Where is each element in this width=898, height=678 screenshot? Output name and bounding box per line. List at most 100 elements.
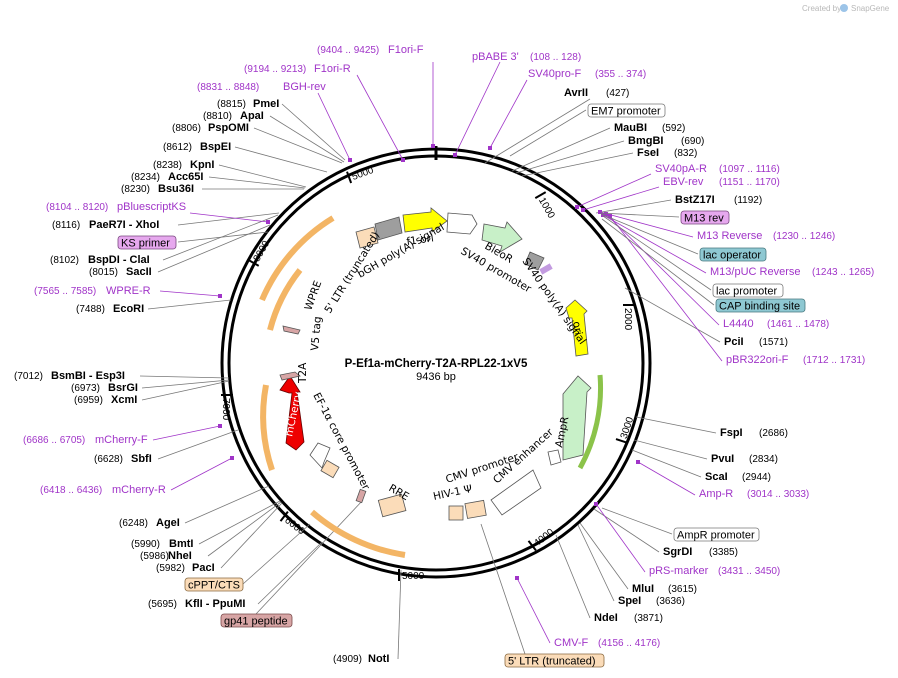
- feature-box[interactable]: lac operator: [699, 247, 767, 262]
- enzyme-name[interactable]: Acc65I: [168, 171, 203, 183]
- ltr-arc-feature[interactable]: [259, 215, 335, 302]
- cppt-arc-feature[interactable]: [310, 509, 406, 558]
- enzyme-name[interactable]: AgeI: [156, 517, 180, 529]
- sv40-polya-feature[interactable]: [524, 251, 545, 271]
- enzyme-name[interactable]: AvrII: [564, 87, 588, 99]
- wpre-arc-feature[interactable]: [267, 268, 303, 331]
- primer-name[interactable]: pRS-marker: [649, 565, 709, 577]
- feature-box[interactable]: CAP binding site: [715, 298, 806, 313]
- enzyme-position: (2944): [742, 472, 771, 483]
- enzyme-name[interactable]: NheI: [168, 550, 192, 562]
- enzyme-name[interactable]: PmeI: [253, 98, 279, 110]
- enzyme-name[interactable]: NdeI: [594, 612, 618, 624]
- primer-name[interactable]: L4440: [723, 318, 754, 330]
- enzyme-name[interactable]: EcoRI: [113, 303, 144, 315]
- ori-feature[interactable]: [565, 299, 589, 357]
- primer-name[interactable]: SV40pro-F: [528, 68, 581, 80]
- enzyme-name[interactable]: BstZ17I: [675, 194, 715, 206]
- enzyme-leader: [484, 98, 591, 164]
- enzyme-position: (5986): [140, 551, 169, 562]
- enzyme-name[interactable]: FspI: [720, 427, 743, 439]
- ltr-box-feature[interactable]: [355, 226, 379, 249]
- enzyme-name[interactable]: BmtI: [169, 538, 193, 550]
- enzyme-name[interactable]: MluI: [632, 583, 654, 595]
- ampr-green-arc[interactable]: [577, 374, 603, 470]
- enzyme-name[interactable]: FseI: [637, 147, 659, 159]
- primer-position: (1230 .. 1246): [773, 231, 835, 242]
- primer-name[interactable]: F1ori-F: [388, 44, 424, 56]
- f1-ori-feature[interactable]: [402, 207, 448, 233]
- bgh-polya-feature[interactable]: [374, 216, 403, 241]
- enzyme-leader: [631, 449, 702, 478]
- enzyme-leader: [257, 541, 323, 605]
- enzyme-name[interactable]: KpnI: [190, 159, 214, 171]
- ef1a-arc-feature[interactable]: [260, 384, 275, 471]
- enzyme-name[interactable]: ScaI: [705, 471, 728, 483]
- enzyme-name[interactable]: ApaI: [240, 110, 264, 122]
- mcherry-feature[interactable]: [279, 375, 305, 451]
- enzyme-name[interactable]: PacI: [192, 562, 215, 574]
- enzyme-name[interactable]: SpeI: [618, 595, 641, 607]
- enzyme-name[interactable]: BspDI - ClaI: [88, 254, 150, 266]
- v5-tag-feature[interactable]: [282, 325, 301, 335]
- primer-name[interactable]: EBV-rev: [663, 176, 704, 188]
- ampr-feature[interactable]: [562, 375, 592, 461]
- box-leader: [480, 523, 526, 655]
- primer-name[interactable]: CMV-F: [554, 637, 589, 649]
- enzyme-name[interactable]: KflI - PpuMI: [185, 598, 246, 610]
- feature-box[interactable]: EM7 promoter: [587, 103, 666, 118]
- sv40-polya-label: SV40 poly(A) signal: [520, 256, 589, 347]
- feature-box[interactable]: KS primer: [117, 235, 177, 250]
- enzyme-leader: [577, 524, 615, 602]
- enzyme-name[interactable]: SacII: [126, 266, 152, 278]
- feature-box-label: CAP binding site: [719, 301, 800, 313]
- bleor-feature[interactable]: [481, 221, 523, 253]
- enzyme-name[interactable]: BsmBI - Esp3I: [51, 370, 125, 382]
- enzyme-name[interactable]: SbfI: [131, 453, 152, 465]
- rre-feature[interactable]: [377, 493, 407, 518]
- enzyme-name[interactable]: BspEI: [200, 141, 231, 153]
- primer-name[interactable]: SV40pA-R: [655, 163, 707, 175]
- primer-name[interactable]: WPRE-R: [106, 285, 151, 297]
- enzyme-name[interactable]: PaeR7I - XhoI: [89, 219, 159, 231]
- feature-box[interactable]: cPPT/CTS: [184, 577, 244, 592]
- enzyme-name[interactable]: BsrGI: [108, 382, 138, 394]
- tick-label: 5000: [402, 571, 425, 582]
- enzyme-name[interactable]: PciI: [724, 336, 744, 348]
- primer-name[interactable]: Amp-R: [699, 488, 733, 500]
- feature-box[interactable]: AmpR promoter: [673, 527, 760, 542]
- primer-name[interactable]: pBABE 3': [472, 51, 519, 63]
- enzyme-name[interactable]: PspOMI: [208, 122, 249, 134]
- feature-box[interactable]: 5' LTR (truncated): [504, 653, 605, 668]
- primer-name[interactable]: F1ori-R: [314, 63, 351, 75]
- enzyme-name[interactable]: NotI: [368, 653, 389, 665]
- primer-name[interactable]: mCherry-F: [95, 434, 148, 446]
- enzyme-name[interactable]: SgrDI: [663, 546, 692, 558]
- primer-name[interactable]: M13/pUC Reverse: [710, 266, 800, 278]
- cmv-enhancer-feature[interactable]: [490, 469, 542, 516]
- enzyme-name[interactable]: BmgBI: [628, 135, 663, 147]
- sv40-promoter-feature[interactable]: [446, 212, 478, 235]
- feature-box[interactable]: lac promoter: [712, 283, 784, 298]
- ef1a-promoter-feature[interactable]: [309, 442, 331, 469]
- enzyme-position: (427): [606, 88, 629, 99]
- primer-position: (9194 .. 9213): [244, 64, 306, 75]
- enzyme-leader: [253, 127, 343, 164]
- primer-name[interactable]: mCherry-R: [112, 484, 166, 496]
- enzyme-name[interactable]: MauBI: [614, 122, 647, 134]
- tick-label: 6000: [282, 515, 307, 538]
- primer-name[interactable]: pBR322ori-F: [726, 354, 789, 366]
- primer-name[interactable]: M13 Reverse: [697, 230, 762, 242]
- primer-leader: [516, 577, 551, 644]
- primer-name[interactable]: BGH-rev: [283, 81, 326, 93]
- enzyme-name[interactable]: PvuI: [711, 453, 734, 465]
- enzyme-name[interactable]: Bsu36I: [158, 183, 194, 195]
- primer-name[interactable]: pBluescriptKS: [117, 201, 186, 213]
- feature-box[interactable]: gp41 peptide: [220, 613, 293, 628]
- enzyme-position: (3636): [656, 596, 685, 607]
- feature-box[interactable]: M13 rev: [680, 210, 730, 225]
- ampr-promoter-feature[interactable]: [547, 449, 562, 466]
- enzyme-position: (6973): [71, 383, 100, 394]
- enzyme-name[interactable]: XcmI: [111, 394, 137, 406]
- t2a-feature[interactable]: [279, 371, 301, 381]
